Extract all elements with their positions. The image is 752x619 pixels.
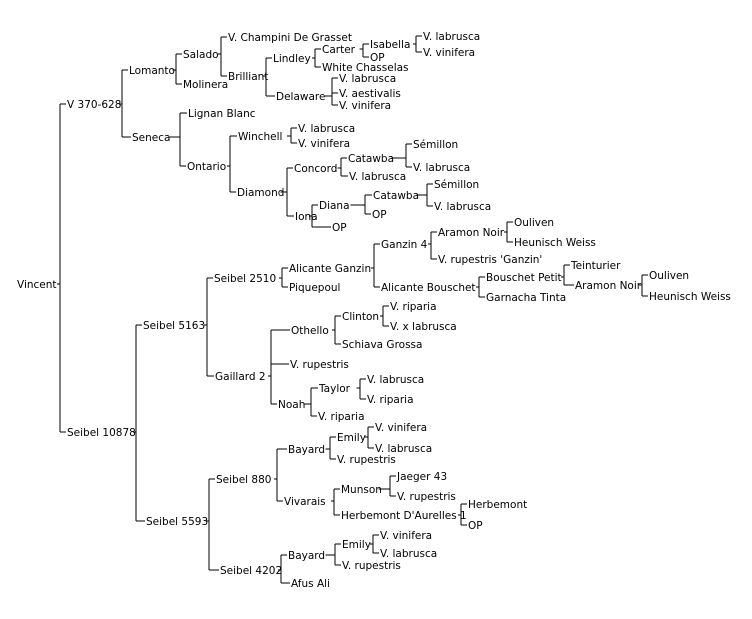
node-v-labrusca: V. labrusca — [298, 123, 355, 135]
node-alicante-ganzin: Alicante Ganzin — [289, 263, 371, 275]
node-seibel-4202: Seibel 4202 — [220, 565, 282, 577]
node-seibel-10878: Seibel 10878 — [67, 427, 136, 439]
node-heunisch-weiss: Heunisch Weiss — [514, 237, 596, 249]
node-v-rupestris: V. rupestris — [337, 454, 396, 466]
node-v-vinifera: V. vinifera — [375, 422, 427, 434]
tree-labels: Vincent V 370-628 Lomanto Salado V. Champini… — [17, 31, 731, 590]
node-v-riparia: V. riparia — [390, 301, 437, 313]
node-ontario: Ontario — [187, 161, 226, 173]
node-ouliven: Ouliven — [514, 217, 554, 229]
node-catawba: Catawba — [373, 190, 419, 202]
node-catawba: Catawba — [348, 153, 394, 165]
node-vivarais: Vivarais — [284, 496, 326, 508]
node-bouschet-petit: Bouschet Petit — [486, 272, 562, 284]
node-diamond: Diamond — [237, 187, 284, 199]
node-v-vinifera: V. vinifera — [380, 530, 432, 542]
node-v-vinifera: V. vinifera — [423, 47, 475, 59]
node-teinturier: Teinturier — [570, 260, 621, 272]
node-op: OP — [332, 222, 347, 234]
node-munson: Munson — [341, 484, 382, 496]
node-s-millon: Sémillon — [413, 139, 458, 151]
node-diana: Diana — [319, 200, 350, 212]
node-v-rupestris-ganzin: V. rupestris 'Ganzin' — [438, 254, 542, 266]
node-winchell: Winchell — [238, 131, 282, 143]
node-seibel-880: Seibel 880 — [216, 474, 271, 486]
node-aramon-noir: Aramon Noir — [438, 227, 505, 239]
node-lignan-blanc: Lignan Blanc — [188, 108, 256, 120]
node-heunisch-weiss: Heunisch Weiss — [649, 291, 731, 303]
node-v-labrusca: V. labrusca — [375, 443, 432, 455]
node-seibel-5593: Seibel 5593 — [146, 516, 208, 528]
node-v-labrusca: V. labrusca — [367, 374, 424, 386]
node-v-x-labrusca: V. x labrusca — [390, 321, 457, 333]
node-alicante-bouschet: Alicante Bouschet — [381, 282, 476, 294]
node-white-chasselas: White Chasselas — [322, 62, 409, 74]
node-vincent: Vincent — [17, 279, 57, 291]
node-clinton: Clinton — [342, 311, 379, 323]
node-op: OP — [372, 209, 387, 221]
node-seneca: Seneca — [132, 132, 170, 144]
tree-connectors — [57, 35, 648, 584]
node-emily: Emily — [337, 432, 366, 444]
node-op: OP — [370, 52, 385, 64]
node-afus-ali: Afus Ali — [291, 578, 330, 590]
node-v-riparia: V. riparia — [367, 394, 414, 406]
node-noah: Noah — [278, 399, 305, 411]
node-v-labrusca: V. labrusca — [339, 73, 396, 85]
node-iona: Iona — [295, 211, 318, 223]
node-v-labrusca: V. labrusca — [349, 171, 406, 183]
node-ouliven: Ouliven — [649, 270, 689, 282]
node-op: OP — [468, 520, 483, 532]
node-emily: Emily — [342, 539, 371, 551]
node-v-labrusca: V. labrusca — [423, 31, 480, 43]
node-piquepoul: Piquepoul — [289, 282, 340, 294]
node-lomanto: Lomanto — [129, 65, 175, 77]
node-gaillard-2: Gaillard 2 — [215, 371, 266, 383]
node-herbemont: Herbemont — [468, 499, 527, 511]
node-seibel-2510: Seibel 2510 — [214, 273, 276, 285]
node-v-rupestris: V. rupestris — [342, 560, 401, 572]
node-ganzin-4: Ganzin 4 — [381, 239, 428, 251]
node-v-champini-de-grasset: V. Champini De Grasset — [228, 32, 352, 44]
node-garnacha-tinta: Garnacha Tinta — [486, 292, 566, 304]
node-aramon-noir: Aramon Noir — [575, 280, 642, 292]
node-bayard: Bayard — [288, 550, 325, 562]
node-molinera: Molinera — [183, 79, 228, 91]
node-jaeger-43: Jaeger 43 — [396, 471, 447, 483]
node-seibel-5163: Seibel 5163 — [143, 320, 205, 332]
node-v-labrusca: V. labrusca — [434, 201, 491, 213]
node-salado: Salado — [183, 49, 219, 61]
node-s-millon: Sémillon — [434, 179, 479, 191]
node-v-370-628: V 370-628 — [67, 99, 121, 111]
node-concord: Concord — [294, 163, 337, 175]
node-v-labrusca: V. labrusca — [413, 162, 470, 174]
node-v-vinifera: V. vinifera — [339, 100, 391, 112]
node-herbemont-d-aurelles-1: Herbemont D'Aurelles 1 — [341, 510, 467, 522]
node-taylor: Taylor — [318, 383, 351, 395]
node-v-rupestris: V. rupestris — [290, 359, 349, 371]
node-v-vinifera: V. vinifera — [298, 138, 350, 150]
node-isabella: Isabella — [370, 39, 410, 51]
node-v-rupestris: V. rupestris — [397, 491, 456, 503]
node-v-labrusca: V. labrusca — [380, 548, 437, 560]
node-lindley: Lindley — [273, 53, 311, 65]
node-v-riparia: V. riparia — [318, 411, 365, 423]
node-othello: Othello — [291, 325, 329, 337]
node-brilliant: Brilliant — [228, 71, 268, 83]
node-delaware: Delaware — [276, 91, 325, 103]
node-schiava-grossa: Schiava Grossa — [342, 339, 422, 351]
node-carter: Carter — [322, 44, 356, 56]
node-bayard: Bayard — [288, 444, 325, 456]
node-v-aestivalis: V. aestivalis — [339, 88, 401, 100]
